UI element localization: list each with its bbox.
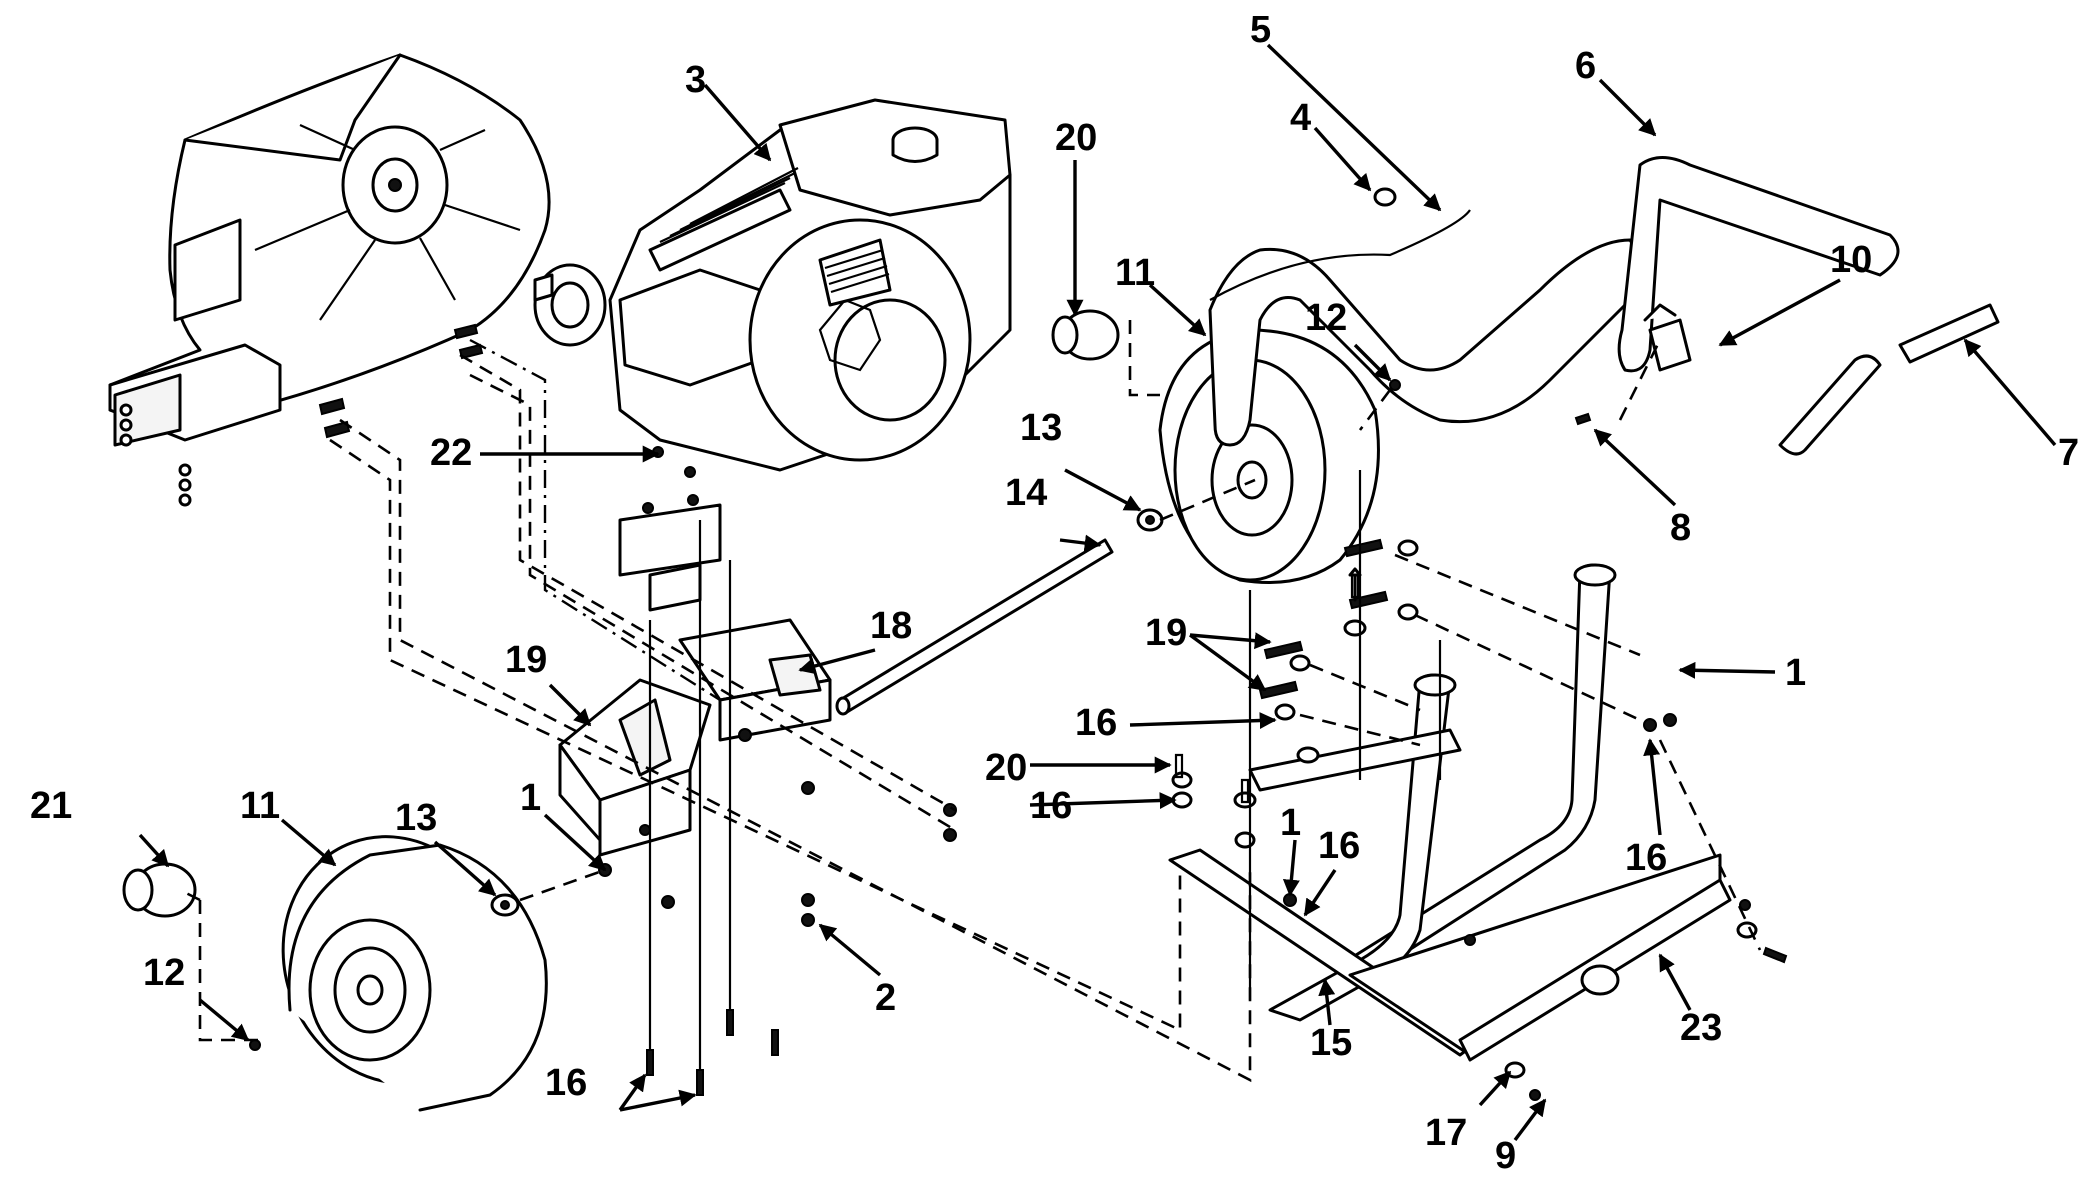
callout-7: 7	[2058, 432, 2079, 474]
screw-8	[1574, 412, 1592, 426]
handle-grip-right	[1898, 303, 2000, 364]
callout-17: 18	[870, 605, 912, 647]
handle-upper	[1208, 156, 1900, 447]
muffler	[533, 263, 607, 347]
callout-16-e: 17	[1425, 1112, 1467, 1154]
callout-1-b: 1	[1785, 652, 1806, 694]
callout-3: 3	[685, 59, 706, 101]
callout-16-a: 16	[1075, 702, 1117, 744]
washer-right	[1136, 508, 1164, 532]
assembly-lines	[179, 320, 1762, 1083]
cylinder-fins	[648, 167, 799, 272]
callout-6: 6	[1575, 45, 1596, 87]
callout-9: 9	[1495, 1135, 1516, 1177]
washer-left	[490, 893, 520, 917]
callout-5: 5	[1250, 9, 1271, 51]
hub-cap-left	[122, 862, 197, 918]
callout-numbers: 3 4 5 6 7 8 9 10 20 11 12 13 14 22 18 19…	[30, 9, 2079, 1177]
handle-clamp-10	[1643, 303, 1692, 372]
callout-1-a: 1	[520, 777, 541, 819]
callout-12-right: 12	[1305, 297, 1347, 339]
callout-20-right: 20	[1055, 117, 1097, 159]
callout-8: 8	[1670, 507, 1691, 549]
callout-13-right: 13	[1020, 407, 1062, 449]
handle-grip-left	[1778, 354, 1882, 456]
wheel-left	[281, 835, 548, 1112]
callout-21: 22	[430, 432, 472, 474]
engine-mount-bracket-17	[678, 618, 832, 795]
callout-16-b: 16	[1030, 785, 1072, 827]
callout-14: 14	[1005, 472, 1047, 514]
wheel-right	[1158, 328, 1380, 584]
callout-13-left: 13	[395, 797, 437, 839]
callout-19-b: 20	[985, 747, 1027, 789]
engine	[533, 98, 1012, 612]
callout-1-c: 1	[1280, 802, 1301, 844]
hardware	[646, 538, 1788, 1101]
axle	[835, 538, 1114, 716]
callout-2: 2	[875, 977, 896, 1019]
callout-20-left: 21	[30, 785, 72, 827]
engine-mount-bracket-18	[558, 678, 712, 857]
callout-10: 10	[1830, 239, 1872, 281]
callout-4: 4	[1290, 97, 1311, 139]
callout-15: 15	[1310, 1022, 1352, 1064]
callout-23: 23	[1680, 1007, 1722, 1049]
callout-19-a: 19	[1145, 612, 1187, 654]
base-frame-23	[1168, 848, 1751, 1062]
cotter-pin-left	[249, 1039, 261, 1051]
callout-11-left: 11	[240, 785, 280, 827]
callout-16-d: 16	[1625, 837, 1667, 879]
leader-lines	[138, 43, 2057, 1142]
callout-12-left: 12	[143, 952, 185, 994]
housing-studs	[318, 323, 484, 439]
impeller	[254, 123, 521, 321]
callout-18: 19	[505, 639, 547, 681]
callout-22: 16	[545, 1062, 587, 1104]
bolt-12	[1389, 379, 1401, 391]
knob-4	[1373, 187, 1397, 207]
throttle-cable	[1209, 209, 1471, 301]
hub-cap-right	[1051, 309, 1120, 361]
callout-16-c: 16	[1318, 825, 1360, 867]
blower-housing	[108, 53, 551, 507]
callout-11-right: 11	[1115, 252, 1155, 294]
